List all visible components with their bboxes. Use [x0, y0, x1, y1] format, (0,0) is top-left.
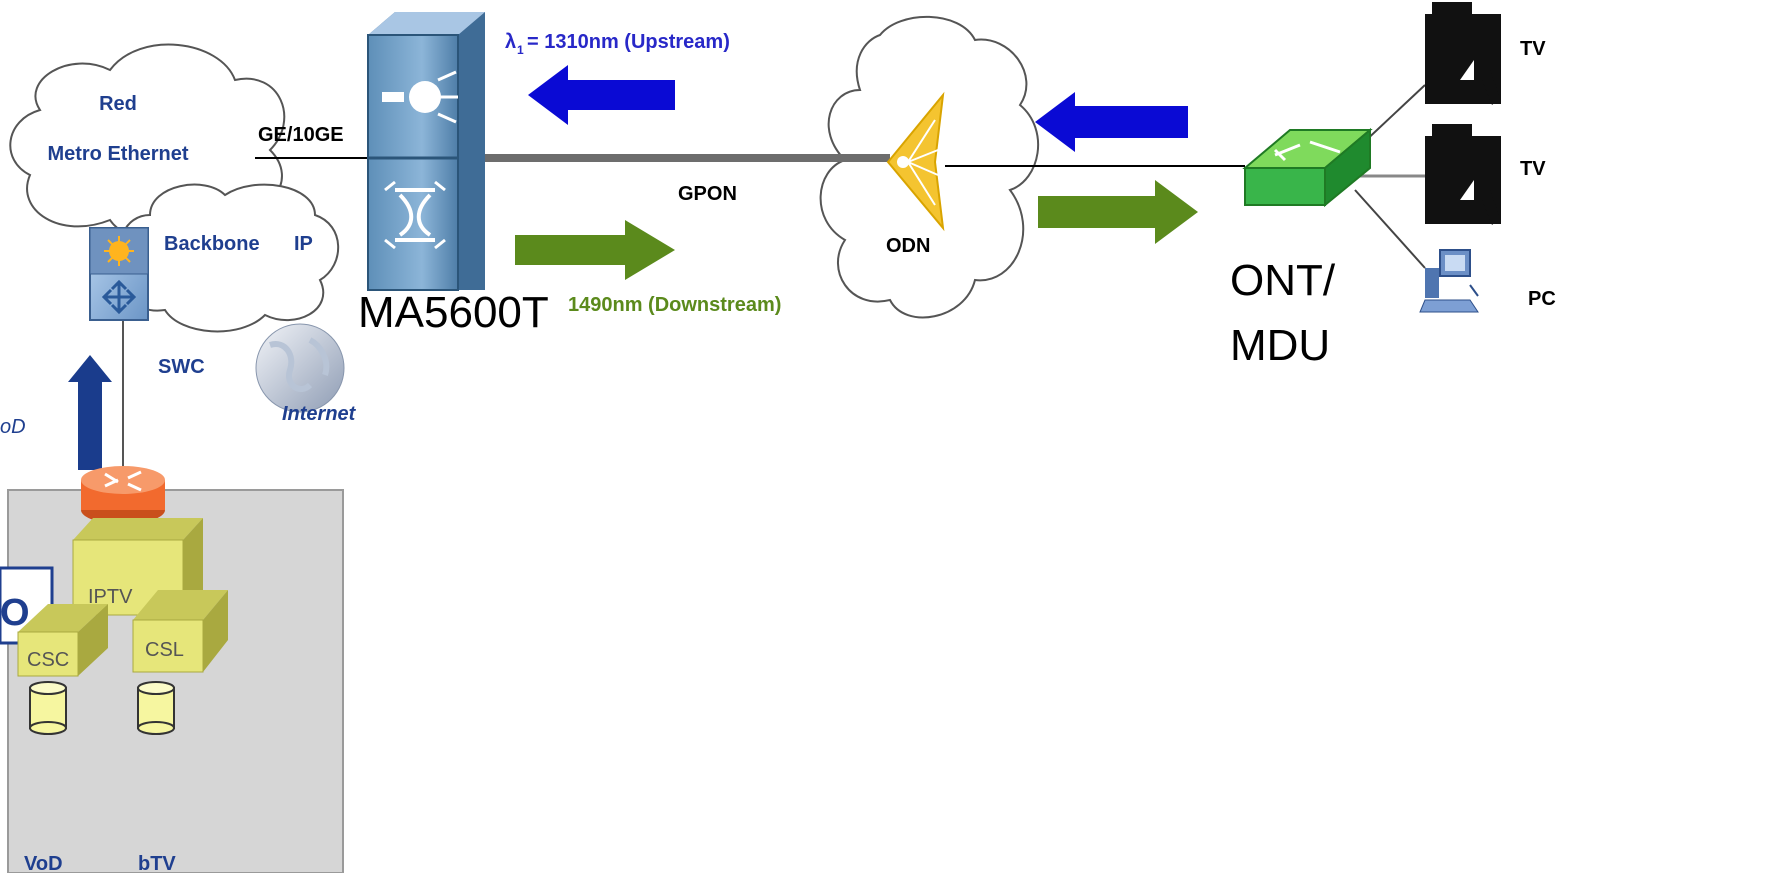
tv2-icon [1425, 124, 1501, 225]
backbone-ip-label: IP [294, 233, 313, 255]
csc-label: CSC [27, 649, 69, 671]
metro-cloud-label-line1: Red [99, 93, 137, 115]
olt-ma5600t-icon [367, 12, 485, 291]
tv1-icon [1425, 2, 1501, 105]
olt-name-label: MA5600T [358, 288, 549, 337]
pc-icon [1419, 249, 1479, 313]
upstream-wavelength-text: = 1310nm (Upstream) [527, 31, 730, 53]
gpon-label: GPON [678, 183, 737, 205]
upstream-lambda-subscript: 1 [517, 43, 524, 57]
swc-label: SWC [158, 356, 205, 378]
vod-label: VoD [24, 853, 63, 873]
csl-box [132, 590, 228, 673]
upstream-arrow-odn [1035, 92, 1188, 152]
vod-upload-arrow [68, 355, 112, 470]
downstream-arrow-olt [515, 220, 675, 280]
downstream-wavelength-label: 1490nm (Downstream) [568, 294, 781, 316]
ont-to-pc-line [1354, 189, 1426, 269]
odn-label: ODN [886, 235, 930, 257]
ont-label-line1: ONT/ [1230, 256, 1336, 305]
btv-label: bTV [138, 853, 176, 873]
ge-link-label: GE/10GE [258, 124, 344, 146]
internet-globe-icon [255, 323, 345, 413]
swc-switch-icon [89, 227, 149, 321]
upstream-wavelength-label: λ 1 = 1310nm (Upstream) [505, 31, 730, 57]
iptv-router-icon [81, 466, 165, 524]
tv2-label: TV [1520, 158, 1546, 180]
upstream-lambda: λ [505, 31, 516, 53]
partial-vod-label: oD [0, 416, 26, 438]
internet-label: Internet [282, 403, 357, 425]
odn-splitter-icon [886, 91, 945, 232]
csc-box [17, 604, 108, 677]
btv-database-icon [137, 681, 175, 735]
vod-database-icon [29, 681, 67, 735]
csl-label: CSL [145, 639, 184, 661]
iptv-label: IPTV [88, 586, 133, 608]
backbone-cloud [121, 183, 340, 333]
backbone-cloud-label: Backbone [164, 233, 260, 255]
downstream-arrow-odn [1038, 180, 1198, 244]
metro-cloud-label-line2: Metro Ethernet [47, 143, 188, 165]
pc-label: PC [1528, 288, 1556, 310]
upstream-arrow-olt [528, 65, 675, 125]
tv1-label: TV [1520, 38, 1546, 60]
ont-mdu-icon [1242, 127, 1373, 208]
ont-label-line2: MDU [1230, 321, 1330, 370]
